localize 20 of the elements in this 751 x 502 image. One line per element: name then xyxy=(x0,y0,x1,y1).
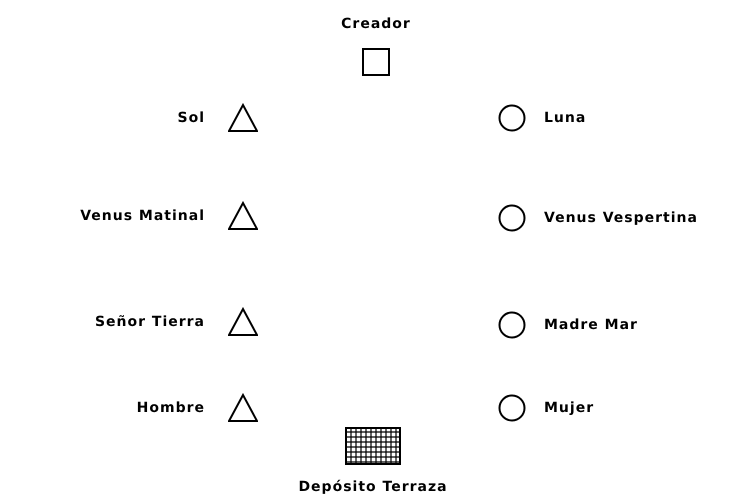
symbol-label: Luna xyxy=(544,110,586,126)
symbol-label: Creador xyxy=(341,16,411,32)
symbol-label: Hombre xyxy=(136,400,205,416)
symbol-label: Sol xyxy=(178,110,205,126)
triangle-symbol xyxy=(228,201,258,231)
circle-symbol xyxy=(498,311,526,339)
symbol-label: Mujer xyxy=(544,400,594,416)
circle-symbol xyxy=(498,394,526,422)
circle-symbol xyxy=(498,104,526,132)
circle-symbol xyxy=(498,204,526,232)
symbol-label: Madre Mar xyxy=(544,317,638,333)
grid-symbol xyxy=(345,427,401,465)
symbol-label: Señor Tierra xyxy=(94,314,205,330)
triangle-symbol xyxy=(228,393,258,423)
symbol-label: Venus Matinal xyxy=(80,208,205,224)
square-symbol xyxy=(362,48,390,76)
triangle-symbol xyxy=(228,103,258,133)
symbol-label: Venus Vespertina xyxy=(544,210,698,226)
symbol-label: Depósito Terraza xyxy=(298,479,448,495)
triangle-symbol xyxy=(228,307,258,337)
